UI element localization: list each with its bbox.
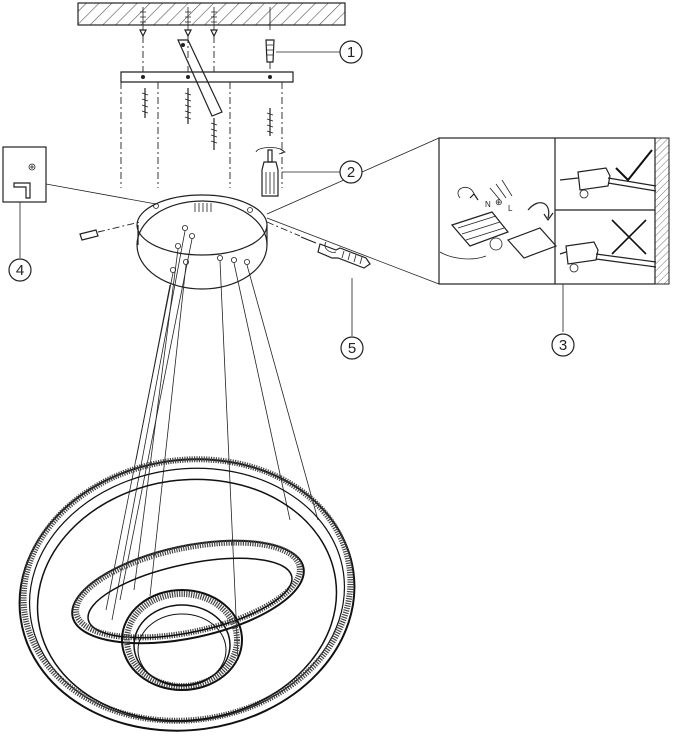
cross-icon	[611, 219, 647, 255]
callout-2: 2	[339, 160, 363, 184]
bracket-screws	[141, 88, 274, 150]
callout-4: 4	[8, 258, 32, 282]
svg-text:2: 2	[347, 164, 355, 181]
terminal-earth: ⊕	[495, 198, 503, 208]
screw-1	[141, 88, 149, 118]
correct-cable	[559, 149, 657, 199]
detail-box-4	[2, 146, 157, 258]
anchor-screw-mid-left	[184, 7, 192, 38]
screw-3	[210, 118, 218, 150]
mounting-bracket	[120, 39, 294, 117]
callout-1: 1	[339, 40, 363, 64]
screwdriver-icon	[255, 147, 286, 197]
check-icon	[615, 149, 653, 182]
cable-holes	[169, 224, 250, 273]
screw-4	[266, 108, 274, 136]
svg-text:1: 1	[347, 44, 355, 61]
callout-5: 5	[340, 336, 364, 360]
canopy-vent	[194, 203, 212, 212]
svg-text:3: 3	[559, 337, 567, 354]
large-ring	[18, 456, 356, 732]
middle-ring	[71, 539, 305, 645]
wrong-cable	[559, 219, 657, 273]
terminal-n: N	[485, 200, 491, 209]
screw-2	[184, 88, 192, 124]
side-screwdriver-icon	[266, 221, 371, 269]
suspension-cables	[105, 230, 319, 661]
side-screw-left	[79, 221, 141, 241]
svg-text:5: 5	[348, 340, 356, 357]
wall-plug	[265, 39, 275, 63]
small-ring	[121, 589, 243, 691]
anchor-screw-left	[139, 7, 147, 38]
ceiling-anchors	[139, 7, 271, 38]
anchor-screw-mid-right	[210, 7, 218, 38]
callout-leaders	[276, 51, 353, 336]
ceiling	[77, 2, 346, 26]
terminal-l: L	[508, 204, 513, 213]
alignment-lines	[120, 36, 283, 188]
canopy	[136, 194, 268, 290]
svg-text:4: 4	[16, 262, 24, 279]
detail-box-3	[266, 137, 670, 332]
callout-3: 3	[551, 333, 575, 357]
wiring-illustration: N ⊕ L	[439, 179, 558, 260]
